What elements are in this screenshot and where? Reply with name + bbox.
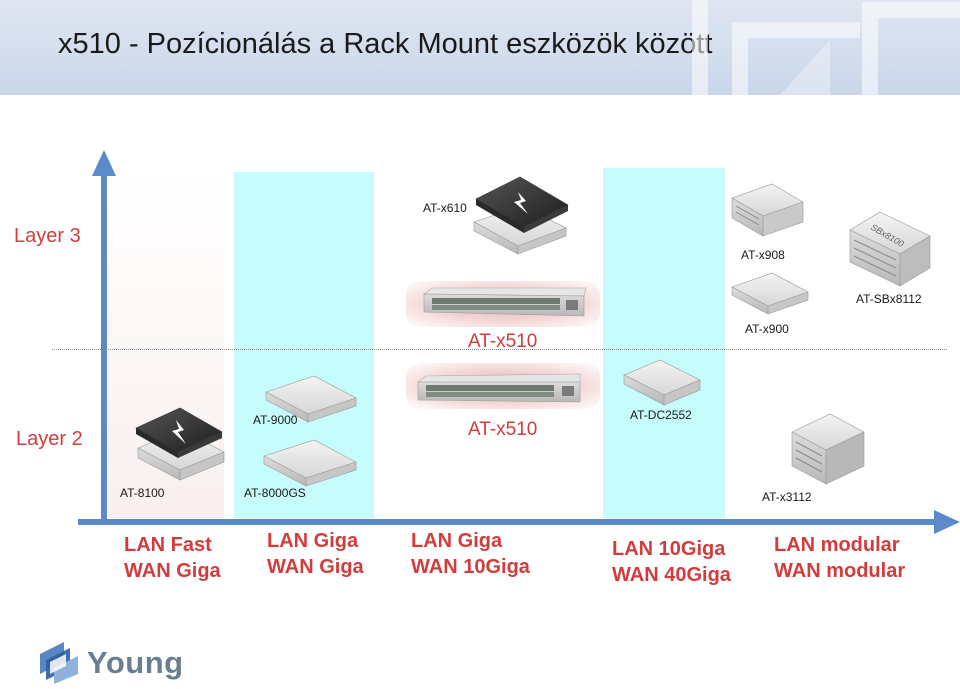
category-lan-text: LAN 10Giga <box>612 538 726 560</box>
category-lan-text: LAN modular <box>774 534 900 556</box>
x900-label: AT-x900 <box>745 322 789 336</box>
x9000-switch-image <box>265 375 357 423</box>
dc2552-switch-image <box>623 359 701 406</box>
x610-switch-image <box>473 176 569 255</box>
category-lan-10giga: LAN 10Giga WAN 40Giga <box>612 536 731 588</box>
category-lan-text: LAN Giga <box>411 530 503 552</box>
category-wan-text: WAN 10Giga <box>411 556 530 578</box>
category-lan-text: LAN Fast <box>124 534 212 556</box>
category-wan-text: WAN Giga <box>124 560 221 582</box>
x510-top-switch-image <box>423 287 587 317</box>
category-lan-giga: LAN Giga WAN Giga <box>267 528 364 580</box>
category-wan-text: WAN 40Giga <box>612 564 731 586</box>
x610-label: AT-x610 <box>423 201 467 215</box>
watermark-logo-icon <box>692 0 960 95</box>
sbx8112-label: AT-SBx8112 <box>856 292 922 306</box>
dc2552-label: AT-DC2552 <box>630 408 692 422</box>
category-lan-fast: LAN Fast WAN Giga <box>124 532 221 584</box>
layer-2-label: Layer 2 <box>16 428 83 450</box>
slide-header: x510 - Pozícionálás a Rack Mount eszközö… <box>0 0 960 95</box>
category-lan-giga-wan-10giga: LAN Giga WAN 10Giga <box>411 528 530 580</box>
x3112-label: AT-x3112 <box>762 490 812 504</box>
x8100-label: AT-8100 <box>120 486 165 500</box>
x8000gs-switch-image <box>263 439 357 487</box>
young-logo-text: Young <box>87 645 184 680</box>
slide-title: x510 - Pozícionálás a Rack Mount eszközö… <box>58 28 713 60</box>
x-axis-arrow <box>934 510 960 534</box>
category-lan-text: LAN Giga <box>267 530 359 552</box>
sbx8112-chassis-image <box>849 211 931 287</box>
x8100-switch-image <box>135 407 225 481</box>
x900-switch-image <box>731 272 809 315</box>
young-logo-icon <box>40 642 78 684</box>
x908-switch-image <box>731 183 804 237</box>
layer-3-label: Layer 3 <box>14 225 81 247</box>
layer-divider <box>52 349 947 350</box>
category-lan-modular: LAN modular WAN modular <box>774 532 905 584</box>
x510-top-label: AT-x510 <box>468 331 538 352</box>
column-band-lan-10giga <box>603 168 725 518</box>
x8000gs-label: AT-8000GS <box>244 486 306 500</box>
x9000-label: AT-9000 <box>253 413 298 427</box>
category-wan-text: WAN modular <box>774 560 906 582</box>
y-axis-arrow <box>92 150 116 176</box>
x510-bottom-label: AT-x510 <box>468 419 538 440</box>
x3112-chassis-image <box>791 413 865 485</box>
category-wan-text: WAN Giga <box>267 556 364 578</box>
x510-bottom-switch-image <box>417 373 581 403</box>
x908-label: AT-x908 <box>741 248 785 262</box>
